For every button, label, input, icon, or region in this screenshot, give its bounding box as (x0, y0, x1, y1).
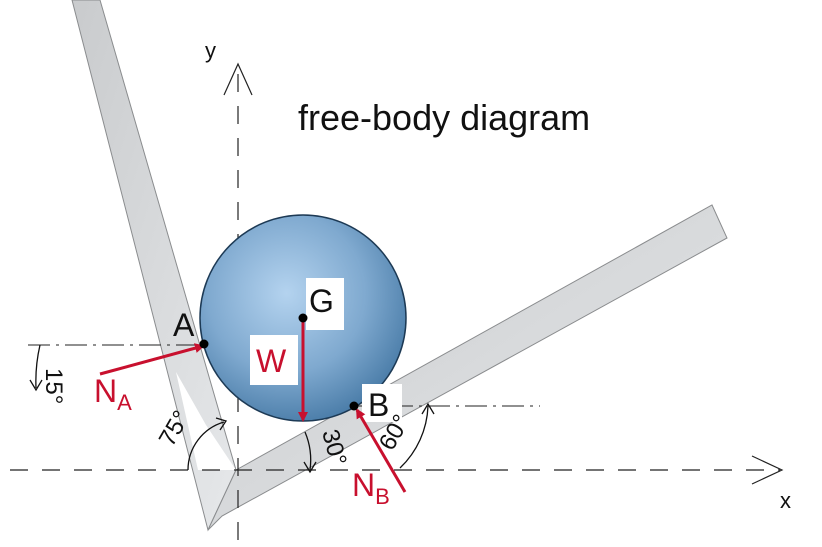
point-A-label: A (173, 307, 195, 343)
label-patches (250, 278, 402, 422)
diagram-title: free-body diagram (298, 97, 590, 138)
angle-15-label: 15° (40, 368, 67, 404)
arc-15 (35, 344, 41, 389)
angle-arcs (29, 344, 435, 474)
x-axis-arrow-icon (751, 455, 784, 485)
wall-notch (176, 372, 236, 470)
arc-75 (187, 421, 225, 471)
arc-15-arrow-icon (29, 379, 43, 392)
force-NA-label: NA (94, 373, 132, 415)
arc-60-arrow-icon (421, 402, 435, 415)
arc-30-arrow-icon (303, 461, 317, 474)
forces (99, 318, 407, 493)
arc-60 (399, 405, 429, 469)
force-NB-arrow (355, 408, 407, 493)
x-axis-label: x (780, 488, 791, 513)
arc-30 (304, 431, 312, 471)
force-W-label: W (256, 343, 287, 379)
point-G-dot (298, 313, 308, 323)
point-B-dot (349, 401, 359, 411)
force-NA-arrow (99, 343, 205, 376)
point-G-label: G (309, 283, 334, 319)
contact-points (199, 313, 359, 411)
point-B-label: B (368, 387, 389, 423)
right-wall-plate (207, 204, 728, 531)
point-A-dot (199, 339, 209, 349)
arc-75-arrow-icon (215, 417, 228, 431)
y-axis-label: y (205, 38, 216, 63)
force-NB-label: NB (352, 467, 390, 509)
y-axis-arrow-icon (223, 62, 253, 96)
